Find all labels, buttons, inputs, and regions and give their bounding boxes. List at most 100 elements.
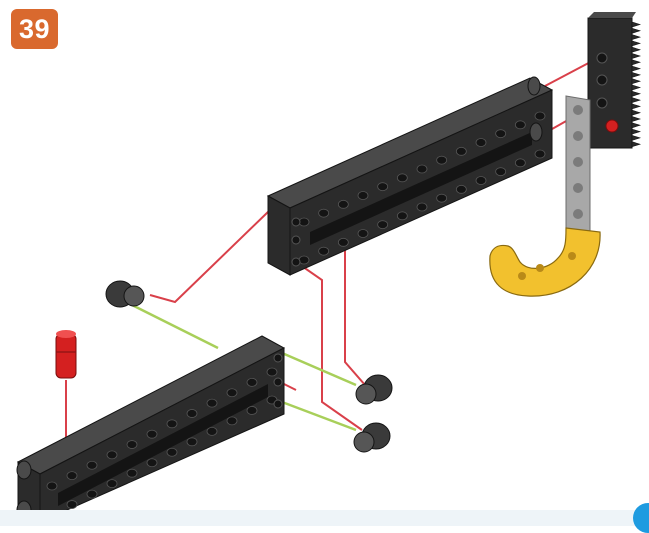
beam-hole xyxy=(338,238,348,246)
beam-hole xyxy=(319,209,329,217)
beam-hole xyxy=(47,482,57,490)
rack-tooth xyxy=(632,117,640,122)
beam-hole xyxy=(274,400,282,408)
beam-hole xyxy=(378,183,388,191)
beam-hole xyxy=(67,472,77,480)
gear-rack-top xyxy=(588,12,636,18)
beam-hole xyxy=(535,150,545,158)
beam-hole xyxy=(515,121,525,129)
rack-tooth xyxy=(632,35,640,40)
gear-rack-teeth xyxy=(632,22,640,147)
connector-left xyxy=(106,281,144,307)
gear-rack xyxy=(588,12,640,148)
red-peg-body xyxy=(56,334,76,378)
beam-hole xyxy=(87,490,97,498)
beam-hole xyxy=(147,430,157,438)
rack-tooth xyxy=(632,28,640,33)
rack-tooth xyxy=(632,54,640,59)
beam-hole xyxy=(476,139,486,147)
beam-hole xyxy=(292,218,300,226)
red-axle-peg xyxy=(56,330,76,378)
bar-hole xyxy=(573,131,583,141)
rack-tooth xyxy=(632,66,640,71)
beam-hole xyxy=(274,378,282,386)
beam-hole xyxy=(207,427,217,435)
beam-hole xyxy=(397,174,407,182)
beam-hole xyxy=(496,130,506,138)
guide-line-green xyxy=(128,303,218,348)
connector-cap xyxy=(354,432,374,452)
beam-end-nub xyxy=(530,123,542,141)
beam-hole xyxy=(247,406,257,414)
beam-hole xyxy=(167,448,177,456)
bar-hole xyxy=(573,157,583,167)
hook-hole xyxy=(568,252,576,260)
rack-tooth xyxy=(632,104,640,109)
rack-tooth xyxy=(632,47,640,52)
guide-line-red xyxy=(150,210,270,302)
beam-hole xyxy=(292,236,300,244)
beam-hole xyxy=(87,461,97,469)
rack-tooth xyxy=(632,91,640,96)
beam-hole xyxy=(267,368,277,376)
red-pin-icon xyxy=(606,120,618,132)
rack-tooth xyxy=(632,142,640,147)
red-peg-top xyxy=(56,330,76,338)
rack-tooth xyxy=(632,129,640,134)
page-bottom-band xyxy=(0,510,649,526)
beam-hole xyxy=(417,203,427,211)
rack-tooth xyxy=(632,72,640,77)
beam-hole xyxy=(274,354,282,362)
beam-hole xyxy=(417,165,427,173)
beam-hole xyxy=(378,221,388,229)
beam-hole xyxy=(437,194,447,202)
rack-tooth xyxy=(632,135,640,140)
beam-hole xyxy=(338,200,348,208)
beam-hole xyxy=(496,168,506,176)
rack-tooth xyxy=(632,41,640,46)
rack-hole xyxy=(597,53,607,63)
beam-hole xyxy=(67,501,77,509)
hook-body xyxy=(490,228,600,296)
rack-tooth xyxy=(632,22,640,27)
beam-hole xyxy=(319,247,329,255)
hook-hole xyxy=(518,272,526,280)
beam-end-nub xyxy=(17,461,31,479)
gray-connector-bar xyxy=(566,96,590,240)
beam-hole xyxy=(167,420,177,428)
beam-hole xyxy=(127,441,137,449)
beam-hole xyxy=(358,230,368,238)
connector-cap xyxy=(124,286,144,306)
beam-hole xyxy=(292,258,300,266)
beam-hole xyxy=(227,389,237,397)
rack-tooth xyxy=(632,60,640,65)
guide-line-green xyxy=(282,402,356,430)
rack-tooth xyxy=(632,98,640,103)
top-beam-end-face xyxy=(268,196,290,275)
rack-tooth xyxy=(632,79,640,84)
beam-hole xyxy=(207,399,217,407)
beam-hole xyxy=(247,378,257,386)
hook-hole xyxy=(536,264,544,272)
bar-hole xyxy=(573,183,583,193)
rack-tooth xyxy=(632,123,640,128)
bar-hole xyxy=(573,209,583,219)
beam-hole xyxy=(535,112,545,120)
beam-hole xyxy=(107,451,117,459)
beam-hole xyxy=(437,156,447,164)
beam-hole xyxy=(107,480,117,488)
beam-end-nub xyxy=(528,77,540,95)
rack-tooth xyxy=(632,85,640,90)
beam-hole xyxy=(397,212,407,220)
rack-hole xyxy=(597,75,607,85)
beam-hole xyxy=(127,469,137,477)
bar-hole xyxy=(573,105,583,115)
beam-hole xyxy=(227,417,237,425)
beam-hole xyxy=(515,159,525,167)
beam-hole xyxy=(299,256,309,264)
beam-hole xyxy=(187,409,197,417)
rack-tooth xyxy=(632,110,640,115)
beam-hole xyxy=(456,147,466,155)
